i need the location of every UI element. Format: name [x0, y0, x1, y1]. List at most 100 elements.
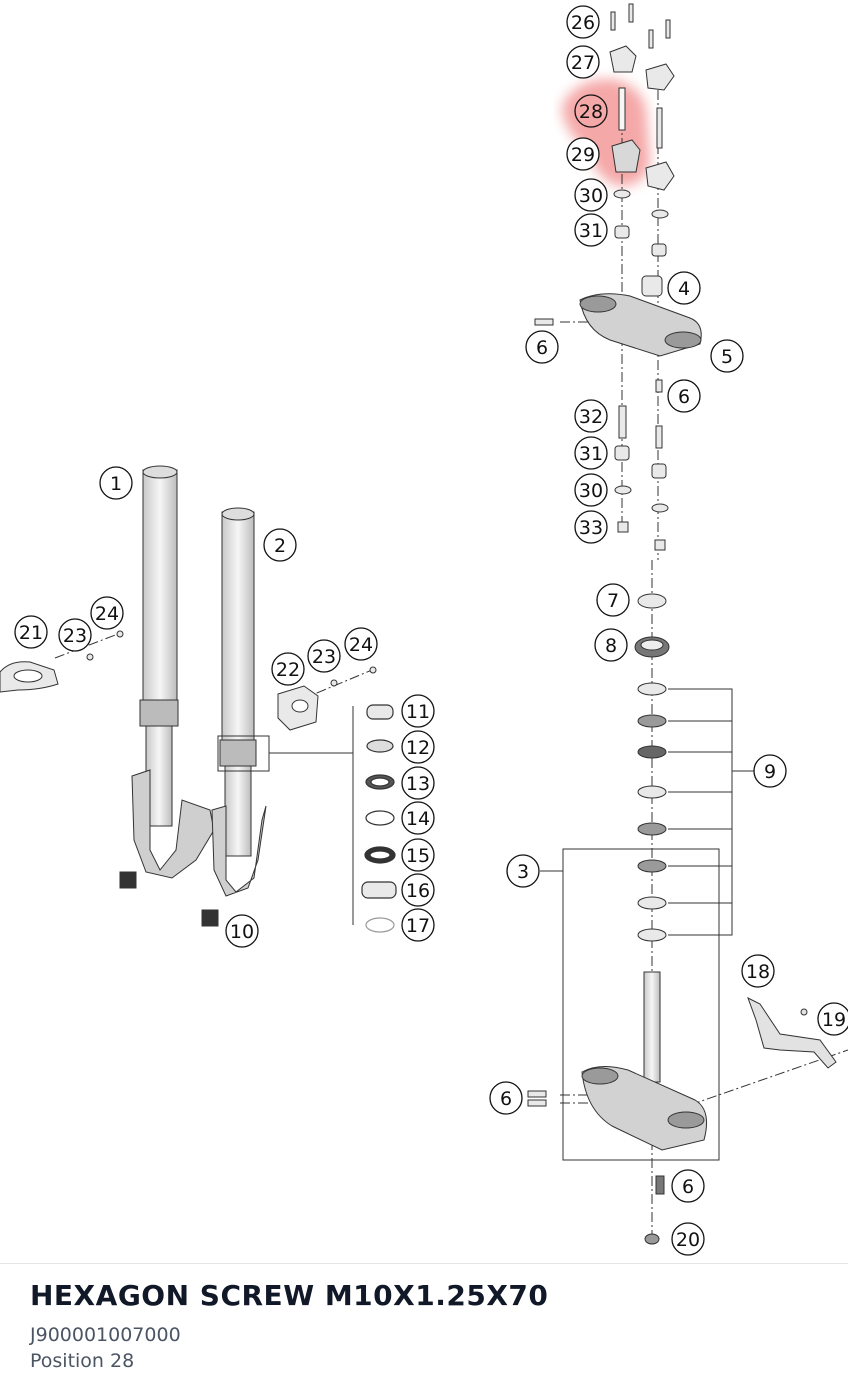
callout-label: 3	[517, 861, 529, 883]
callout-26[interactable]: 26	[566, 5, 600, 39]
callout-label: 11	[406, 701, 430, 723]
callout-5[interactable]: 5	[710, 339, 744, 373]
callout-20[interactable]: 20	[671, 1222, 705, 1256]
callout-31[interactable]: 31	[574, 436, 608, 470]
callout-circle	[401, 766, 435, 800]
callout-label: 6	[500, 1088, 512, 1110]
callout-12[interactable]: 12	[401, 730, 435, 764]
callout-21[interactable]: 21	[14, 615, 48, 649]
callout-circle	[307, 639, 341, 673]
callout-13[interactable]: 13	[401, 766, 435, 800]
callout-circle	[401, 838, 435, 872]
callout-6[interactable]: 6	[489, 1081, 523, 1115]
callout-label: 7	[607, 590, 619, 612]
callout-9[interactable]: 9	[753, 754, 787, 788]
callout-15[interactable]: 15	[401, 838, 435, 872]
callout-32[interactable]: 32	[574, 399, 608, 433]
callout-circle	[667, 379, 701, 413]
diagram-drawing: 1234566667891011121314151617181920212223…	[0, 3, 848, 1256]
callout-24[interactable]: 24	[90, 596, 124, 630]
callout-24[interactable]: 24	[344, 627, 378, 661]
callout-label: 18	[746, 961, 770, 983]
callout-3[interactable]: 3	[506, 854, 540, 888]
callout-16[interactable]: 16	[401, 873, 435, 907]
callout-label: 27	[571, 52, 595, 74]
callout-33[interactable]: 33	[574, 510, 608, 544]
callout-label: 30	[579, 185, 603, 207]
callout-circle	[344, 627, 378, 661]
callout-2[interactable]: 2	[263, 528, 297, 562]
callout-22[interactable]: 22	[271, 652, 305, 686]
callout-label: 30	[579, 480, 603, 502]
callout-circle	[671, 1222, 705, 1256]
callout-circle	[574, 473, 608, 507]
callout-18[interactable]: 18	[741, 954, 775, 988]
callout-label: 21	[19, 622, 43, 644]
callout-circle	[401, 694, 435, 728]
callout-label: 24	[349, 634, 373, 656]
callout-4[interactable]: 4	[667, 271, 701, 305]
callout-label: 8	[605, 635, 617, 657]
callout-29[interactable]: 29	[566, 137, 600, 171]
callout-23[interactable]: 23	[307, 639, 341, 673]
callout-circle	[525, 330, 559, 364]
callout-circle	[566, 5, 600, 39]
callout-circle	[753, 754, 787, 788]
callout-30[interactable]: 30	[574, 178, 608, 212]
callout-label: 23	[63, 625, 87, 647]
callout-10[interactable]: 10	[225, 914, 259, 948]
callout-label: 22	[276, 659, 300, 681]
callout-6[interactable]: 6	[671, 1169, 705, 1203]
callout-circle	[271, 652, 305, 686]
lower-triple-clamp	[527, 971, 707, 1245]
callout-circle	[566, 137, 600, 171]
callout-17[interactable]: 17	[401, 908, 435, 942]
callout-circle	[263, 528, 297, 562]
callout-30[interactable]: 30	[574, 473, 608, 507]
callout-circle	[225, 914, 259, 948]
callout-label: 33	[579, 517, 603, 539]
callout-31[interactable]: 31	[574, 213, 608, 247]
callout-6[interactable]: 6	[667, 379, 701, 413]
fork-seal-parts	[361, 704, 397, 933]
fork-clamps	[0, 630, 377, 731]
callout-27[interactable]: 27	[566, 45, 600, 79]
callout-circle	[401, 801, 435, 835]
callout-11[interactable]: 11	[401, 694, 435, 728]
callout-circle	[574, 213, 608, 247]
part-name: HEXAGON SCREW M10X1.25X70	[30, 1279, 549, 1312]
part-position: Position 28	[30, 1350, 135, 1372]
callout-label: 14	[406, 808, 430, 830]
washer-leader-lines	[668, 688, 754, 936]
callout-circle	[401, 908, 435, 942]
callout-label: 6	[682, 1176, 694, 1198]
callout-label: 31	[579, 443, 603, 465]
part-number: J900001007000	[30, 1324, 181, 1346]
callout-label: 24	[95, 603, 119, 625]
callout-label: 1	[110, 473, 122, 495]
callout-label: 20	[676, 1229, 700, 1251]
callout-28[interactable]: 28	[574, 94, 608, 128]
callout-group: 1234566667891011121314151617181920212223…	[14, 5, 848, 1256]
callout-label: 6	[536, 337, 548, 359]
callout-1[interactable]: 1	[99, 466, 133, 500]
callout-circle	[574, 94, 608, 128]
callout-19[interactable]: 19	[817, 1002, 848, 1036]
callout-circle	[596, 583, 630, 617]
callout-label: 4	[678, 278, 690, 300]
callout-label: 5	[721, 346, 733, 368]
callout-7[interactable]: 7	[596, 583, 630, 617]
callout-14[interactable]: 14	[401, 801, 435, 835]
callout-8[interactable]: 8	[594, 628, 628, 662]
callout-circle	[401, 730, 435, 764]
callout-circle	[710, 339, 744, 373]
lower-clamp-box	[540, 848, 720, 1161]
callout-circle	[506, 854, 540, 888]
callout-circle	[574, 436, 608, 470]
callout-6[interactable]: 6	[525, 330, 559, 364]
callout-label: 9	[764, 761, 776, 783]
callout-circle	[489, 1081, 523, 1115]
callout-label: 15	[406, 845, 430, 867]
callout-circle	[741, 954, 775, 988]
callout-23[interactable]: 23	[58, 618, 92, 652]
